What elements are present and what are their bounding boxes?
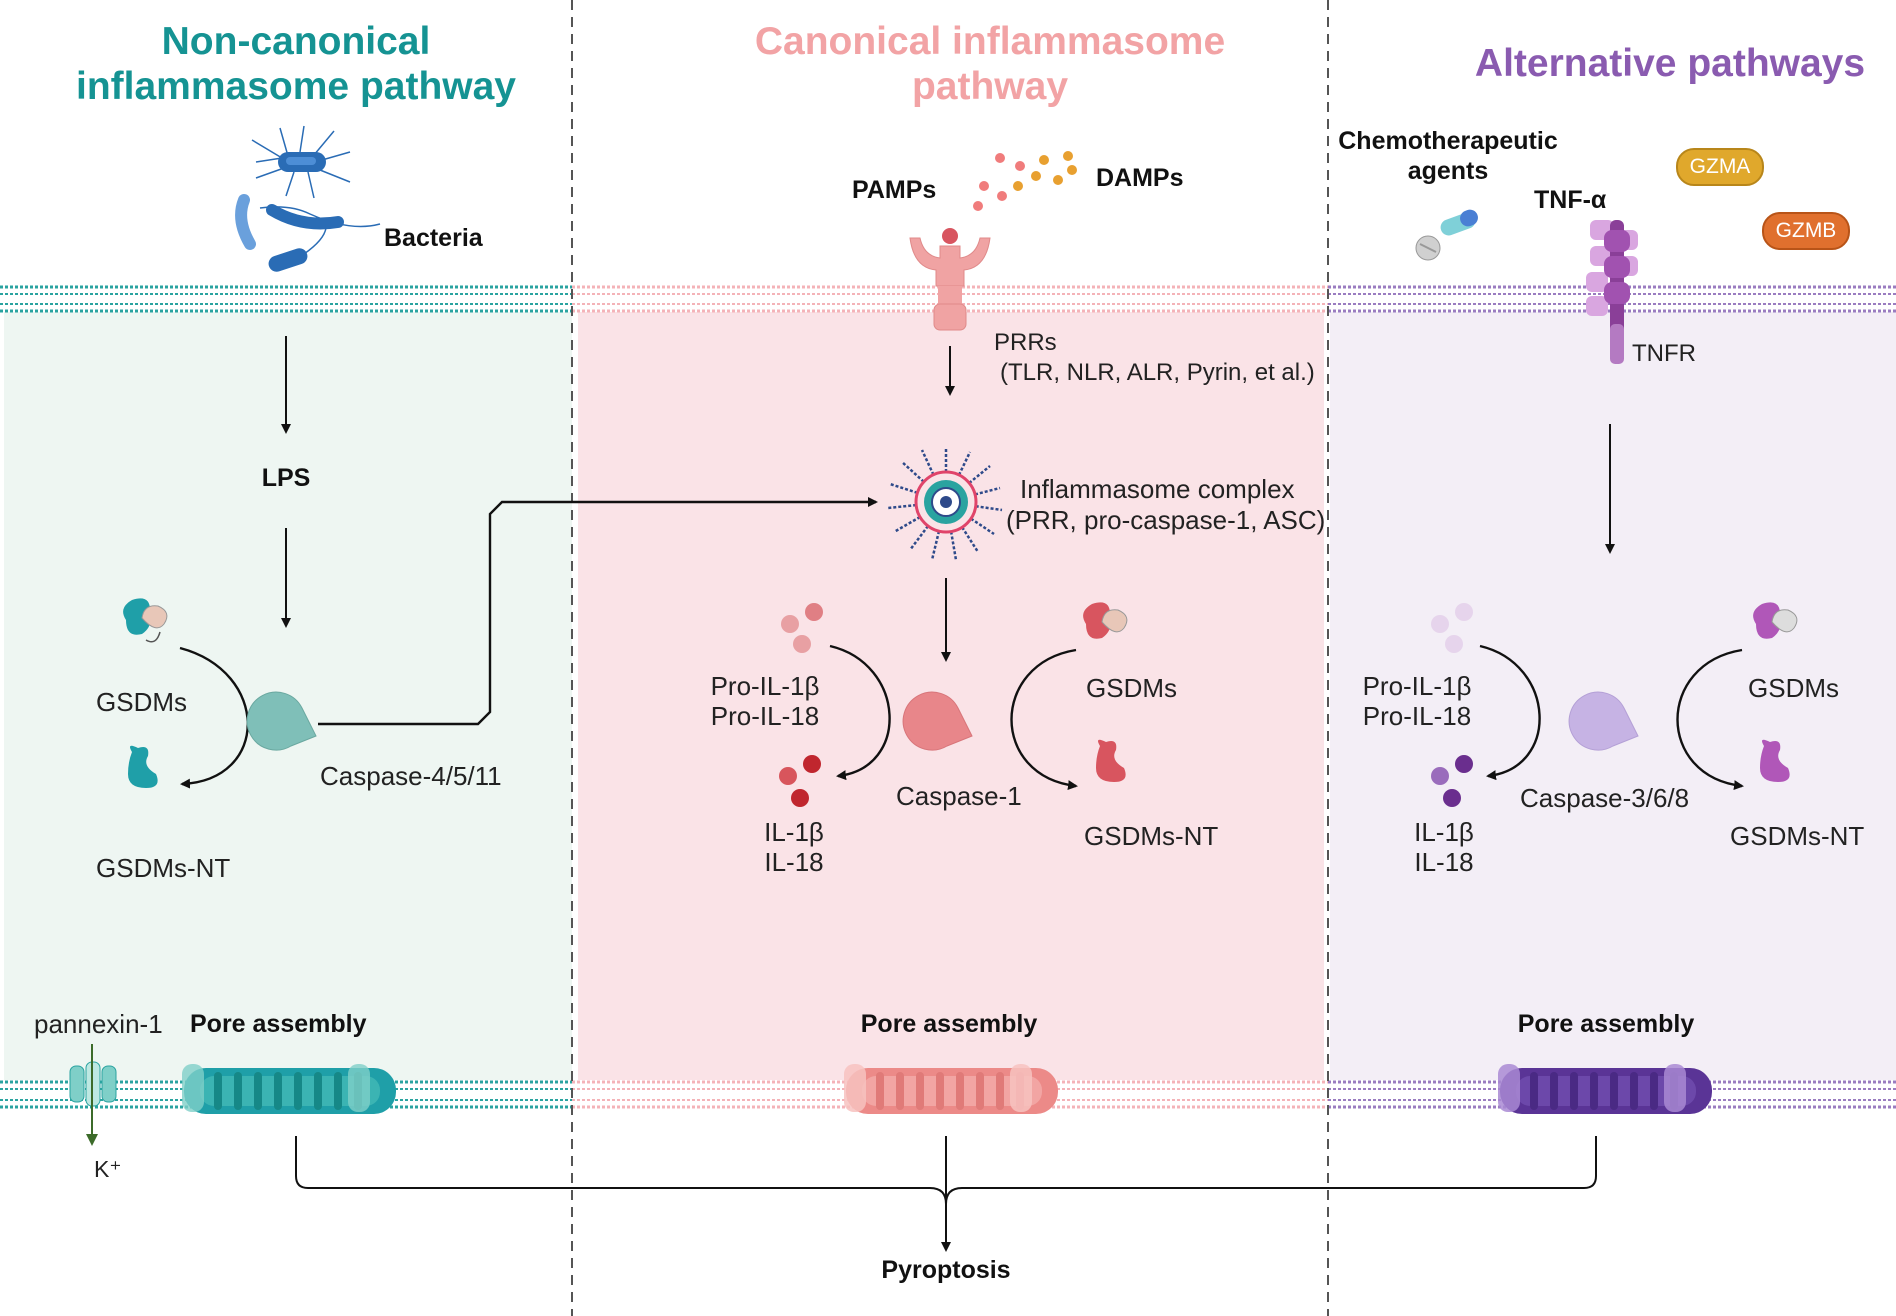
gsdms-nt-label: GSDMs-NT xyxy=(96,853,231,883)
gsdms-canonical-label: GSDMs xyxy=(1086,673,1177,703)
pore-assembly-canonical-label: Pore assembly xyxy=(860,1010,1038,1038)
inflammasome-complex-line1: Inflammasome complex xyxy=(1020,474,1295,504)
gzmb-badge: GZMB xyxy=(1762,212,1850,250)
tnf-alpha-label: TNF-α xyxy=(1534,186,1607,214)
pro-il-particles-canonical-icon xyxy=(781,603,823,653)
pyroptosis-label: Pyroptosis xyxy=(881,1256,1011,1284)
chemotherapeutic-line2: agents xyxy=(1407,157,1489,185)
gsdms-nt-icon xyxy=(128,745,158,788)
pro-il-18-alternative-label: Pro-IL-18 xyxy=(1362,700,1472,731)
potassium-label: K⁺ xyxy=(94,1156,122,1182)
lps-label: LPS xyxy=(261,464,311,492)
il-labels-canonical: IL-1β IL-18 xyxy=(734,817,854,878)
il-1b-canonical-label: IL-1β xyxy=(764,817,824,847)
damps-label: DAMPs xyxy=(1096,164,1184,192)
gsdms-label: GSDMs xyxy=(96,687,187,717)
caspase-4-5-11-icon xyxy=(246,691,317,751)
chemotherapeutic-line1: Chemotherapeutic xyxy=(1338,127,1558,155)
noncanonical-title-line1: Non-canonical xyxy=(161,20,431,63)
il-labels-alternative: IL-1β IL-18 xyxy=(1384,817,1504,878)
pore-noncanonical-icon xyxy=(182,1064,396,1114)
inflammasome-complex-label: Inflammasome complex (PRR, pro-caspase-1… xyxy=(1006,474,1325,535)
mature-il-particles-canonical-icon xyxy=(779,755,821,807)
gsdms-nt-alternative-label: GSDMs-NT xyxy=(1730,821,1865,851)
cleavage-arrow-gsdms-canonical xyxy=(1010,648,1078,791)
caspase-3-6-8-icon xyxy=(1568,691,1639,751)
alternative-title: Alternative pathways xyxy=(1474,42,1866,85)
tnf-receptor-icon xyxy=(1586,220,1638,364)
pro-il-18-canonical-label: Pro-IL-18 xyxy=(710,700,820,731)
inflammasome-complex-line2: (PRR, pro-caspase-1, ASC) xyxy=(1006,504,1326,535)
pro-il-1b-canonical-label: Pro-IL-1β xyxy=(710,671,820,701)
pamps-label: PAMPs xyxy=(852,176,937,204)
caspase-1-label: Caspase-1 xyxy=(896,781,1022,811)
gsdms-nt-canonical-label: GSDMs-NT xyxy=(1084,821,1219,851)
pannexin-1-label: pannexin-1 xyxy=(34,1009,163,1039)
alternative-cytoplasm xyxy=(1330,310,1896,1080)
gsdms-alternative-label: GSDMs xyxy=(1748,673,1839,703)
pro-il-labels-canonical: Pro-IL-1β Pro-IL-18 xyxy=(700,671,830,732)
gsdms-canonical-icon xyxy=(1083,602,1128,639)
prrs-label-line2: (TLR, NLR, ALR, Pyrin, et al.) xyxy=(1000,359,1315,386)
pro-il-particles-alternative-icon xyxy=(1431,603,1473,653)
caspase-3-6-8-label: Caspase-3/6/8 xyxy=(1520,783,1690,813)
arrow-caspase-to-inflammasome xyxy=(318,497,878,726)
cleavage-arrow-il-alternative xyxy=(1479,644,1541,781)
il-18-canonical-label: IL-18 xyxy=(764,846,824,877)
pamps-damps-particles-icon xyxy=(973,151,1077,211)
canonical-title-line2: pathway xyxy=(911,64,1069,108)
canonical-cytoplasm xyxy=(578,310,1324,1080)
membrane-top-teal xyxy=(0,285,572,313)
il-18-alternative-label: IL-18 xyxy=(1414,846,1474,877)
pore-alternative-icon xyxy=(1498,1064,1712,1114)
caspase-4-5-11-label: Caspase-4/5/11 xyxy=(320,761,502,791)
pro-il-1b-alternative-label: Pro-IL-1β xyxy=(1362,671,1472,701)
inflammasome-complex-icon xyxy=(887,448,1003,561)
noncanonical-title-line2: inflammasome pathway xyxy=(76,64,516,108)
prrs-label-line1: PRRs xyxy=(994,329,1057,356)
cleavage-arrow-gsdms-alternative xyxy=(1676,648,1744,791)
canonical-title-line1: Canonical inflammasome xyxy=(754,20,1226,63)
mature-il-particles-alternative-icon xyxy=(1431,755,1473,807)
il-1b-alternative-label: IL-1β xyxy=(1414,817,1474,847)
bacteria-label: Bacteria xyxy=(384,224,483,252)
gsdms-icon xyxy=(123,598,168,643)
prr-receptor-icon xyxy=(909,228,991,331)
gsdms-nt-alternative-icon xyxy=(1760,739,1790,782)
pro-il-labels-alternative: Pro-IL-1β Pro-IL-18 xyxy=(1352,671,1482,732)
pore-assembly-noncanonical-label: Pore assembly xyxy=(190,1010,367,1038)
pannexin-1-channel-icon xyxy=(69,1061,117,1107)
bacteria-icon xyxy=(235,125,381,272)
pore-canonical-icon xyxy=(844,1064,1058,1114)
pore-assembly-alternative-label: Pore assembly xyxy=(1517,1010,1695,1038)
chemotherapeutic-agents-icon xyxy=(1415,209,1478,261)
gsdms-nt-canonical-icon xyxy=(1096,739,1126,782)
cleavage-arrow-il-canonical xyxy=(829,644,891,781)
prrs-label: PRRs (TLR, NLR, ALR, Pyrin, et al.) xyxy=(994,328,1315,388)
gsdms-alternative-icon xyxy=(1753,602,1798,639)
tnfr-label: TNFR xyxy=(1632,340,1696,367)
gzma-badge: GZMA xyxy=(1676,148,1764,186)
caspase-1-icon xyxy=(902,691,973,751)
canonical-title: Canonical inflammasome pathway xyxy=(740,20,1240,110)
chemotherapeutic-agents-label: Chemotherapeutic agents xyxy=(1336,126,1560,186)
noncanonical-title: Non-canonical inflammasome pathway xyxy=(76,20,516,110)
